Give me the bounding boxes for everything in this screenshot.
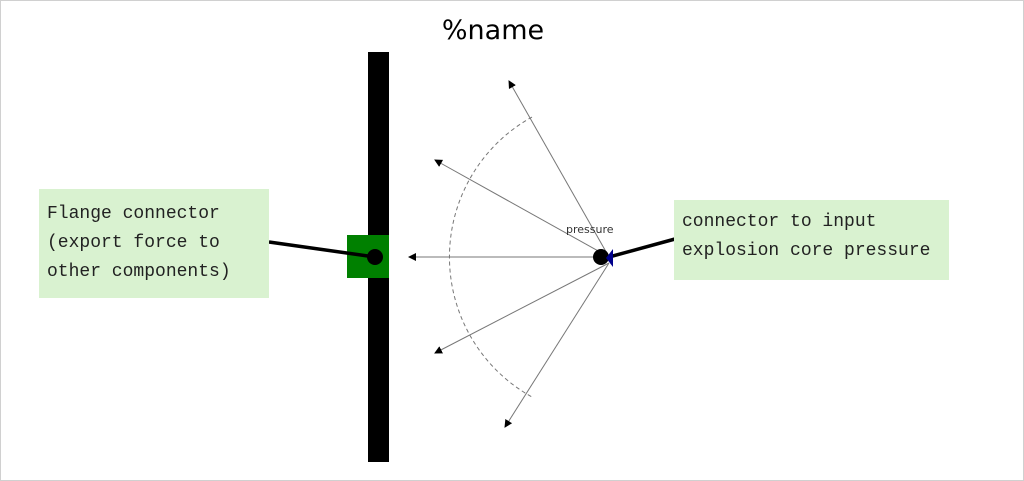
diagram-title: %name — [441, 15, 545, 46]
flange-connector-dot[interactable] — [367, 249, 383, 265]
pressure-source-dot[interactable] — [593, 249, 609, 265]
note-line: (export force to — [47, 233, 220, 253]
pressure-label: pressure — [566, 223, 614, 236]
input-callout-line — [608, 237, 676, 259]
note-line: explosion core pressure — [682, 241, 931, 261]
note-line: other components) — [47, 262, 231, 282]
note-line: connector to input — [682, 212, 877, 232]
force-arrow — [508, 80, 610, 258]
pressure-port-icon[interactable] — [606, 249, 613, 267]
pressure-input-note: connector to input explosion core pressu… — [674, 200, 949, 280]
flange-connector-note: Flange connector (export force to other … — [39, 189, 269, 298]
force-arrow — [434, 159, 610, 258]
note-line: Flange connector — [47, 204, 220, 224]
flange-callout-line — [268, 240, 376, 259]
force-arrow — [504, 262, 610, 428]
force-arrow — [434, 262, 610, 354]
